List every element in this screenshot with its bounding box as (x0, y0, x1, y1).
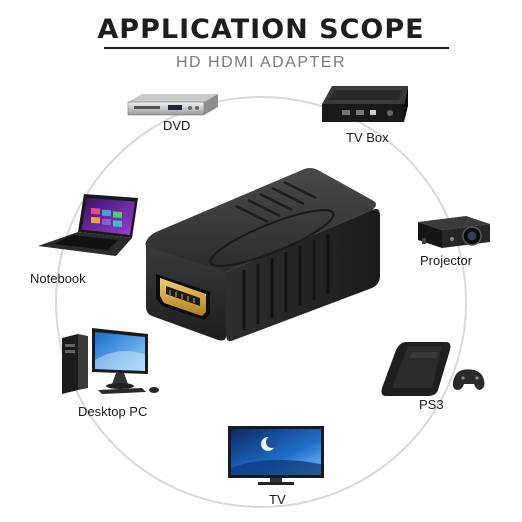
device-label-tv-box: TV Box (346, 130, 389, 145)
television-icon (228, 426, 324, 485)
device-label-desktop-pc: Desktop PC (78, 404, 148, 419)
game-console-icon (381, 342, 485, 396)
device-label-projector: Projector (420, 253, 473, 268)
projector-icon (418, 216, 490, 248)
desktop-pc-icon (62, 328, 159, 394)
device-label-ps3: PS3 (419, 397, 444, 412)
hdmi-adapter-icon (145, 168, 380, 342)
device-label-tv: TV (269, 492, 286, 507)
device-label-dvd: DVD (163, 118, 191, 133)
page-title: APPLICATION SCOPE (97, 14, 425, 45)
title-underline (104, 47, 449, 49)
page-subtitle: HD HDMI ADAPTER (175, 54, 347, 71)
laptop-icon (38, 194, 138, 256)
device-label-notebook: Notebook (30, 271, 86, 286)
tv-box-icon (322, 86, 408, 122)
dvd-player-icon (127, 94, 218, 116)
